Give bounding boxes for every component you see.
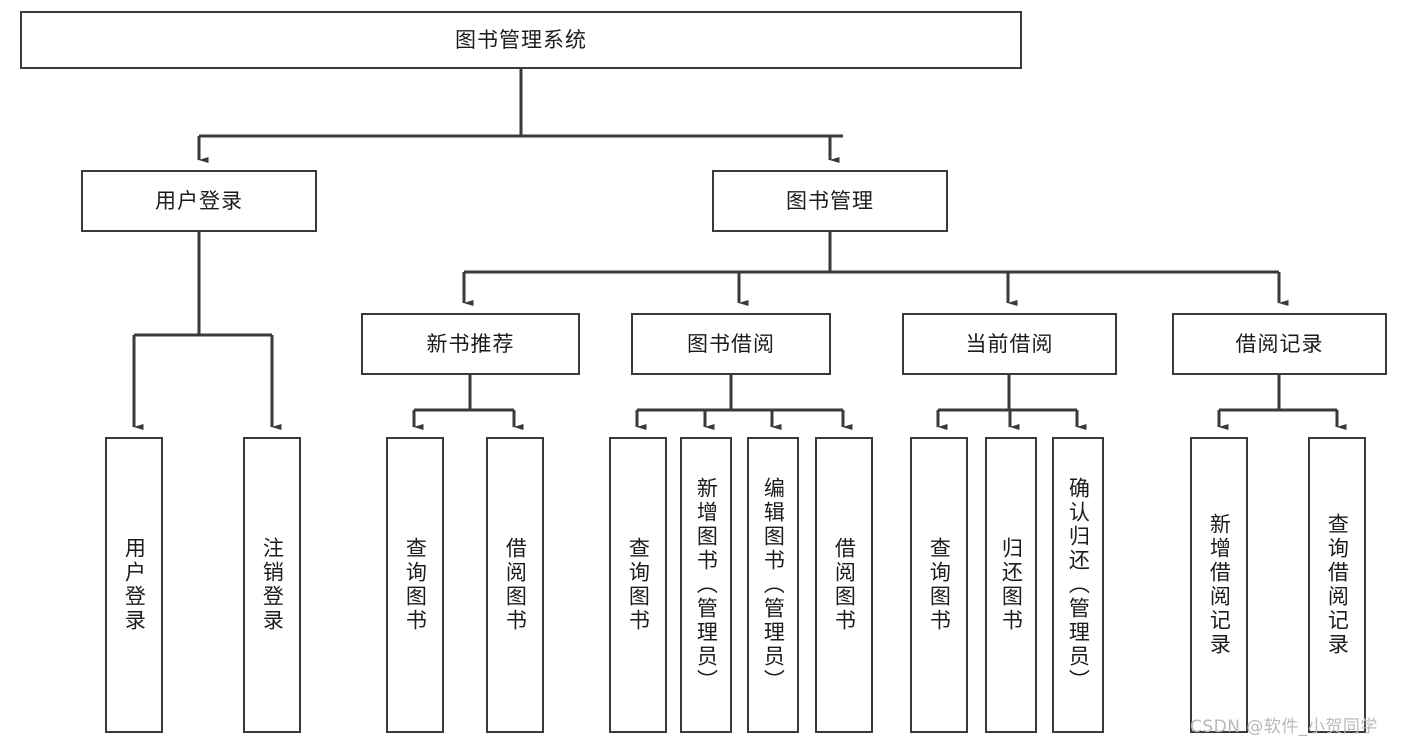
node-leaf-query-book-2-label: 查询图书 bbox=[626, 537, 651, 633]
node-leaf-return-book-label: 归还图书 bbox=[999, 537, 1024, 633]
edge-user-login-to-leaves bbox=[132, 232, 282, 430]
edge-new-book-rec-to-leaves bbox=[412, 375, 524, 430]
node-leaf-borrow-book-2-label: 借阅图书 bbox=[832, 537, 857, 633]
edge-current-borrow-to-leaves bbox=[936, 375, 1087, 430]
csdn-watermark: CSDN @软件_小贺同学 bbox=[1190, 717, 1378, 737]
node-leaf-borrow-book-1-label: 借阅图书 bbox=[503, 537, 528, 633]
node-book-borrow-label: 图书借阅 bbox=[687, 331, 775, 356]
node-leaf-confirm-return[interactable]: 确认归还（管理员） bbox=[1052, 437, 1104, 733]
edge-book-borrow-to-leaves bbox=[635, 375, 853, 430]
node-leaf-borrow-book-2[interactable]: 借阅图书 bbox=[815, 437, 873, 733]
node-leaf-borrow-book-1[interactable]: 借阅图书 bbox=[486, 437, 544, 733]
node-leaf-query-book-1[interactable]: 查询图书 bbox=[386, 437, 444, 733]
node-borrow-record[interactable]: 借阅记录 bbox=[1172, 313, 1387, 375]
node-leaf-query-book-2[interactable]: 查询图书 bbox=[609, 437, 667, 733]
node-borrow-record-label: 借阅记录 bbox=[1235, 331, 1324, 356]
node-leaf-edit-book[interactable]: 编辑图书（管理员） bbox=[747, 437, 799, 733]
node-current-borrow-label: 当前借阅 bbox=[965, 331, 1054, 356]
node-book-manage[interactable]: 图书管理 bbox=[712, 170, 948, 232]
node-leaf-query-record[interactable]: 查询借阅记录 bbox=[1308, 437, 1366, 733]
node-new-book-rec[interactable]: 新书推荐 bbox=[361, 313, 580, 375]
node-leaf-user-login-label: 用户登录 bbox=[122, 537, 147, 633]
node-leaf-add-record-label: 新增借阅记录 bbox=[1207, 513, 1232, 657]
node-new-book-rec-label: 新书推荐 bbox=[426, 331, 515, 356]
node-book-manage-label: 图书管理 bbox=[786, 188, 874, 213]
node-leaf-user-login[interactable]: 用户登录 bbox=[105, 437, 163, 733]
node-leaf-logout[interactable]: 注销登录 bbox=[243, 437, 301, 733]
node-leaf-logout-label: 注销登录 bbox=[260, 537, 285, 633]
node-leaf-return-book[interactable]: 归还图书 bbox=[985, 437, 1037, 733]
edge-book-manage-to-level3 bbox=[462, 232, 1289, 306]
node-user-login-label: 用户登录 bbox=[155, 188, 243, 213]
node-leaf-query-book-3[interactable]: 查询图书 bbox=[910, 437, 968, 733]
node-book-borrow[interactable]: 图书借阅 bbox=[631, 313, 831, 375]
edge-borrow-record-to-leaves bbox=[1217, 375, 1347, 430]
node-leaf-add-record[interactable]: 新增借阅记录 bbox=[1190, 437, 1248, 733]
node-leaf-edit-book-label: 编辑图书（管理员） bbox=[761, 477, 786, 693]
edge-root-to-level2 bbox=[197, 69, 843, 163]
node-leaf-add-book[interactable]: 新增图书（管理员） bbox=[680, 437, 732, 733]
node-leaf-add-book-label: 新增图书（管理员） bbox=[694, 477, 719, 693]
node-leaf-query-record-label: 查询借阅记录 bbox=[1325, 513, 1350, 657]
node-root-label: 图书管理系统 bbox=[455, 27, 587, 52]
node-current-borrow[interactable]: 当前借阅 bbox=[902, 313, 1117, 375]
node-leaf-confirm-return-label: 确认归还（管理员） bbox=[1066, 477, 1091, 693]
node-root[interactable]: 图书管理系统 bbox=[20, 11, 1022, 69]
node-leaf-query-book-1-label: 查询图书 bbox=[403, 537, 428, 633]
node-user-login[interactable]: 用户登录 bbox=[81, 170, 317, 232]
node-leaf-query-book-3-label: 查询图书 bbox=[927, 537, 952, 633]
